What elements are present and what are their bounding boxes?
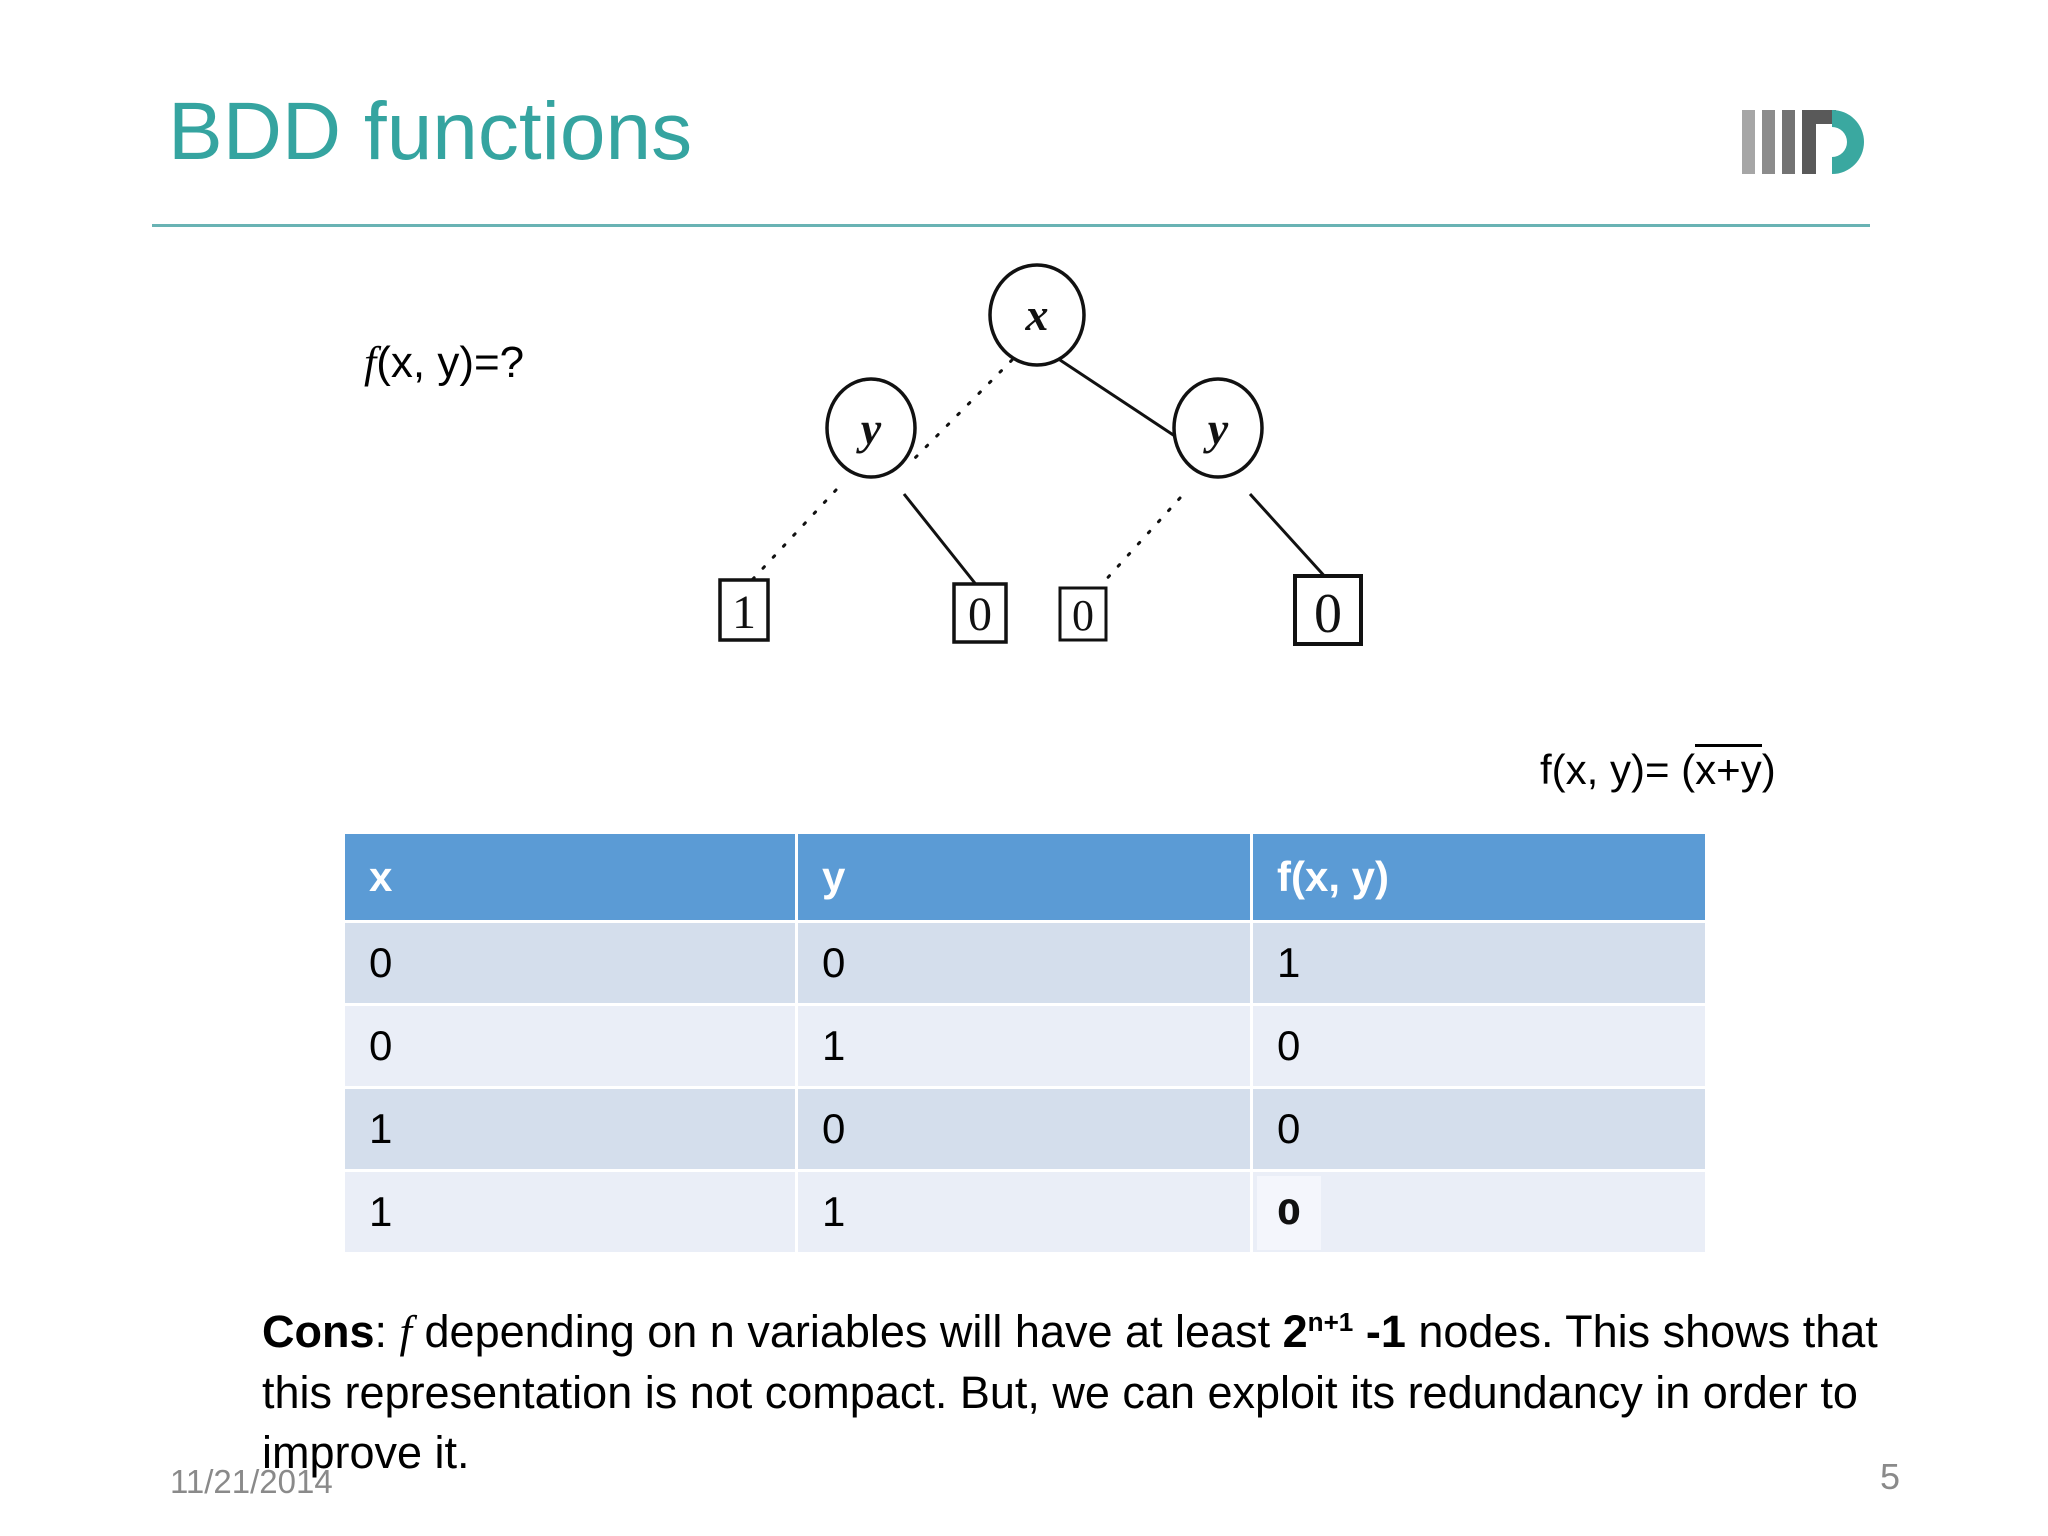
title-divider	[152, 224, 1870, 227]
cons-lead-word: Cons	[262, 1306, 375, 1357]
cons-formula-exponent: n+1	[1307, 1307, 1354, 1337]
cell-y: 1	[798, 1006, 1253, 1089]
edge-x-to-y-left	[911, 358, 1014, 462]
table-row: 1 1 0	[345, 1172, 1705, 1255]
bdd-terminal-3-label: 0	[1072, 591, 1094, 640]
footer-date: 11/21/2014	[170, 1463, 333, 1500]
page-title: BDD functions	[168, 86, 693, 177]
overlaid-value-box: 0	[1257, 1176, 1321, 1250]
cell-f: 0	[1253, 1172, 1705, 1255]
bdd-tree-diagram: x y y 1 0 0	[640, 262, 1400, 822]
table-header-y: y	[798, 834, 1253, 923]
table-row: 0 0 1	[345, 923, 1705, 1006]
cell-y: 1	[798, 1172, 1253, 1255]
cell-f: 0	[1253, 1089, 1705, 1172]
cons-part-two: nodes. This shows that this representati…	[262, 1306, 1878, 1478]
bdd-node-y-left: y	[825, 377, 917, 479]
cons-formula-tail: -1	[1353, 1306, 1406, 1357]
bdd-node-y-right: y	[1172, 377, 1264, 479]
edge-y-right-to-terminal-0b	[1100, 496, 1182, 586]
question-rest: (x, y)=?	[376, 338, 525, 387]
edge-y-right-to-terminal-0c	[1248, 492, 1330, 582]
iiit-delhi-logo	[1740, 102, 1915, 182]
bdd-terminal-4: 0	[1293, 574, 1363, 646]
table-row: 0 1 0	[345, 1006, 1705, 1089]
cons-formula-base: 2	[1282, 1306, 1308, 1357]
bdd-node-x: x	[988, 263, 1086, 367]
cell-y: 0	[798, 1089, 1253, 1172]
bdd-terminal-2: 0	[952, 582, 1008, 644]
cell-x: 1	[345, 1089, 798, 1172]
bdd-node-x-label: x	[1025, 289, 1049, 340]
truth-table: x y f(x, y) 0 0 1 0 1 0 1 0 0 1	[345, 834, 1705, 1255]
footer-page-number: 5	[1880, 1456, 1901, 1497]
cell-y: 0	[798, 923, 1253, 1006]
cons-part-one: depending on n variables will have at le…	[412, 1306, 1283, 1357]
function-question-label: f(x, y)=?	[364, 337, 524, 388]
cons-italic-f: f	[399, 1307, 413, 1357]
question-italic-f: f	[364, 338, 377, 387]
cons-paragraph: Cons: f depending on n variables will ha…	[262, 1302, 1902, 1483]
answer-overlined-expression: x+y	[1695, 744, 1762, 793]
bdd-terminal-1-label: 1	[732, 586, 756, 639]
answer-prefix: f(x, y)= (	[1540, 746, 1696, 793]
logo-icon	[1742, 110, 1864, 174]
bdd-node-y-left-label: y	[856, 403, 882, 454]
function-answer-label: f(x, y)= (x+y)	[1540, 744, 1776, 794]
table-header-row: x y f(x, y)	[345, 834, 1705, 923]
edge-y-left-to-terminal-1	[750, 488, 838, 582]
cell-f: 0	[1253, 1006, 1705, 1089]
table-header-f: f(x, y)	[1253, 834, 1705, 923]
cell-f: 1	[1253, 923, 1705, 1006]
bdd-terminal-4-label: 0	[1314, 583, 1342, 645]
bdd-terminal-2-label: 0	[968, 588, 992, 641]
cell-x: 1	[345, 1172, 798, 1255]
cons-colon: :	[374, 1306, 400, 1357]
table-header-x: x	[345, 834, 798, 923]
answer-suffix: )	[1761, 746, 1776, 793]
bdd-terminal-1: 1	[718, 578, 770, 642]
bdd-node-y-right-label: y	[1203, 403, 1229, 454]
bdd-terminal-3: 0	[1058, 586, 1108, 642]
table-row: 1 0 0	[345, 1089, 1705, 1172]
cell-x: 0	[345, 1006, 798, 1089]
bdd-tree-svg: x y y 1 0 0	[718, 263, 1363, 646]
edge-y-left-to-terminal-0a	[902, 493, 980, 588]
cell-x: 0	[345, 923, 798, 1006]
